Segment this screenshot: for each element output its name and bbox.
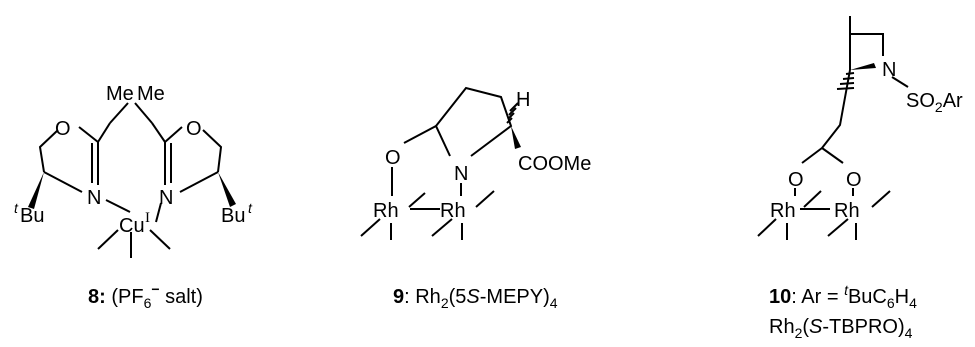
bond-c-o-left	[801, 147, 823, 164]
atom-n-right: N	[159, 187, 173, 209]
bond-c2-o-right	[164, 126, 183, 143]
atom-tbu-right: Bu	[221, 205, 245, 227]
stub-rh2-a	[827, 218, 849, 237]
atom-rh-right: Rh	[440, 200, 466, 222]
caption-8: 8: (PF6− salt)	[88, 281, 203, 311]
atom-rh-left: Rh	[373, 200, 399, 222]
caption-9-stereo: S	[466, 286, 480, 308]
bond-ch-c	[821, 69, 851, 149]
caption-10-t-sup: t	[844, 282, 849, 298]
caption-10-l2-rh: Rh	[769, 316, 795, 338]
bond-n-cu-left	[105, 199, 131, 213]
atom-o: O	[385, 147, 401, 169]
caption-9-paren: (5	[449, 286, 467, 308]
caption-8-sub: 6	[144, 295, 152, 311]
stub-rh2-c	[871, 190, 891, 208]
atom-rh-left: Rh	[770, 200, 796, 222]
caption-9-number: 9	[393, 286, 404, 308]
caption-10-h: H	[895, 286, 909, 308]
caption-10-l2-rest: -TBPRO)	[822, 316, 904, 338]
tbu-right-superscript: t	[248, 200, 253, 216]
atom-o-left: O	[788, 169, 804, 191]
atom-tbu-left: Bu	[20, 205, 44, 227]
caption-9-sub1: 2	[441, 295, 449, 311]
atom-n-left: N	[87, 187, 101, 209]
group-coome: COOMe	[518, 153, 591, 175]
so2ar-pre: SO	[906, 90, 935, 112]
stub-rh2-c	[475, 190, 495, 208]
stub-rh1-c	[803, 190, 822, 208]
caption-9-colon: : Rh	[404, 286, 441, 308]
atom-n: N	[882, 59, 896, 81]
atom-o-right: O	[846, 169, 862, 191]
group-so2ar: SO2Ar	[906, 90, 963, 115]
caption-10-l2-sub4: 4	[905, 325, 913, 341]
bond-c-o-right	[821, 147, 844, 164]
bond-ring-right-ch2	[202, 129, 223, 173]
caption-8-charge: −	[151, 281, 159, 297]
atom-me-right: Me	[137, 83, 165, 105]
stub-rh1-a	[360, 218, 381, 237]
wedge-ester	[511, 126, 521, 149]
hash-bond-h	[506, 102, 519, 124]
structure-9: O N H COOMe Rh Rh 9: Rh2(5S-MEPY)4	[360, 86, 591, 311]
tbu-left-superscript: t	[14, 200, 19, 216]
atom-rh-right: Rh	[834, 200, 860, 222]
caption-8-open: (PF	[106, 286, 144, 308]
wedge-tbu-right	[218, 172, 236, 207]
bond-cu-stub-right	[149, 229, 171, 250]
so2ar-post: Ar	[943, 90, 963, 112]
bond-c2-o-left	[78, 126, 99, 143]
bond-n-s	[891, 76, 909, 88]
wedge-azetidine	[850, 63, 876, 70]
caption-10-l2-open: (	[802, 316, 809, 338]
bond-ch-n-left	[43, 171, 83, 193]
atom-n: N	[454, 163, 468, 185]
ring-pyrrolidine	[434, 86, 513, 157]
stub-rh1-a	[757, 218, 777, 237]
caption-10-colon: : Ar =	[791, 286, 844, 308]
caption-10-l2-sub2: 2	[795, 325, 803, 341]
caption-8-close: salt)	[160, 286, 203, 308]
atom-o-right: O	[186, 118, 202, 140]
atom-o-left: O	[55, 118, 71, 140]
bond-ring-left-ch2	[38, 129, 59, 173]
bond-n-cu-right	[155, 202, 162, 223]
caption-10-line1: 10: Ar = tBuC6H4	[769, 282, 917, 311]
caption-10-number: 10	[769, 286, 791, 308]
atom-h: H	[516, 89, 530, 111]
caption-9: 9: Rh2(5S-MEPY)4	[393, 286, 558, 311]
caption-10-bu: BuC	[848, 286, 887, 308]
caption-10-line2: Rh2(S-TBPRO)4	[769, 316, 913, 341]
caption-10-l2-stereo: S	[809, 316, 823, 338]
stub-rh2-a	[431, 218, 453, 237]
stub-rh1-c	[408, 192, 426, 208]
caption-10-sub4: 4	[909, 295, 917, 311]
caption-9-rest: -MEPY)	[480, 286, 550, 308]
bond-ch-n-right	[179, 171, 219, 193]
bond-c-o	[403, 125, 437, 144]
bond-me-left	[109, 102, 129, 124]
caption-9-sub2: 4	[550, 295, 558, 311]
ring-azetidine-top	[849, 16, 884, 56]
atom-me-left: Me	[106, 83, 134, 105]
bond-c-left	[97, 122, 111, 143]
bond-c-right	[151, 122, 166, 143]
atom-cu: Cu	[119, 215, 145, 237]
so2ar-sub: 2	[935, 99, 943, 115]
structure-10: N SO2Ar O O Rh Rh 10: Ar = tBuC6H4 Rh2(S…	[757, 16, 963, 341]
bond-me-right	[134, 102, 153, 124]
caption-10-sub6: 6	[887, 295, 895, 311]
bond-cu-stub-left	[97, 229, 119, 250]
cu-oxidation-state: I	[145, 210, 150, 226]
structure-8: Me Me O O N N Cu I t Bu Bu t 8: (PF6− sa…	[14, 83, 253, 311]
caption-8-number: 8:	[88, 286, 106, 308]
wedge-tbu-left	[28, 172, 44, 209]
hash-bond-azetidine	[836, 72, 855, 90]
